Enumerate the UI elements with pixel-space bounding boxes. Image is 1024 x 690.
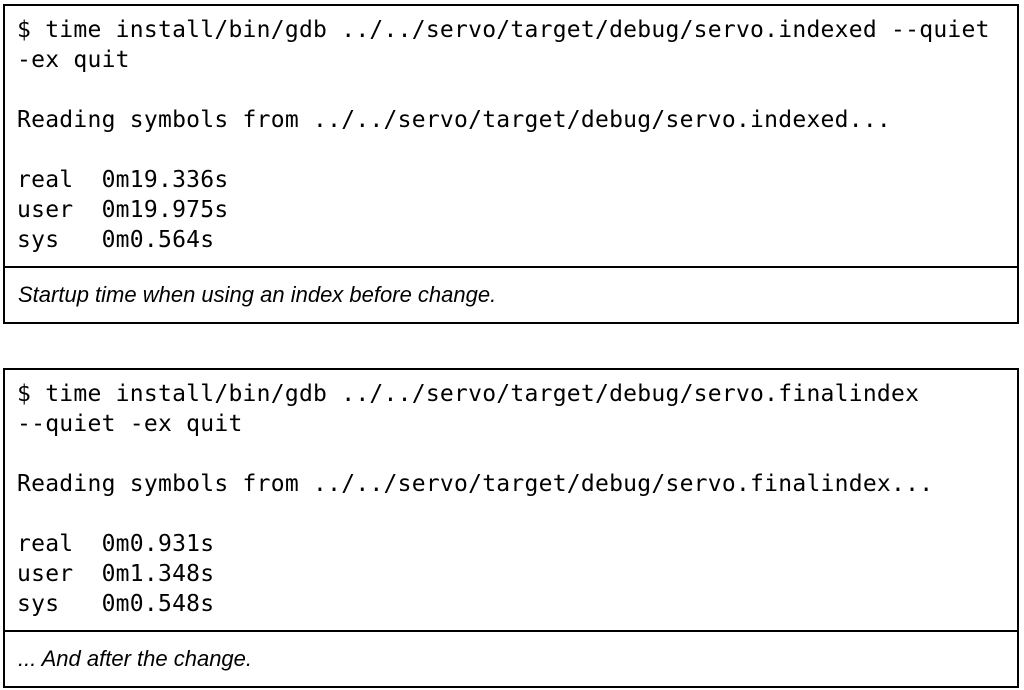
figure-caption-before: Startup time when using an index before … [18,282,497,307]
terminal-output-before: $ time install/bin/gdb ../../servo/targe… [5,6,1017,268]
terminal-output-after: $ time install/bin/gdb ../../servo/targe… [5,370,1017,632]
figure-before-change: $ time install/bin/gdb ../../servo/targe… [3,4,1019,324]
figure-after-change: $ time install/bin/gdb ../../servo/targe… [3,368,1019,688]
figure-caption-after: ... And after the change. [18,646,253,671]
